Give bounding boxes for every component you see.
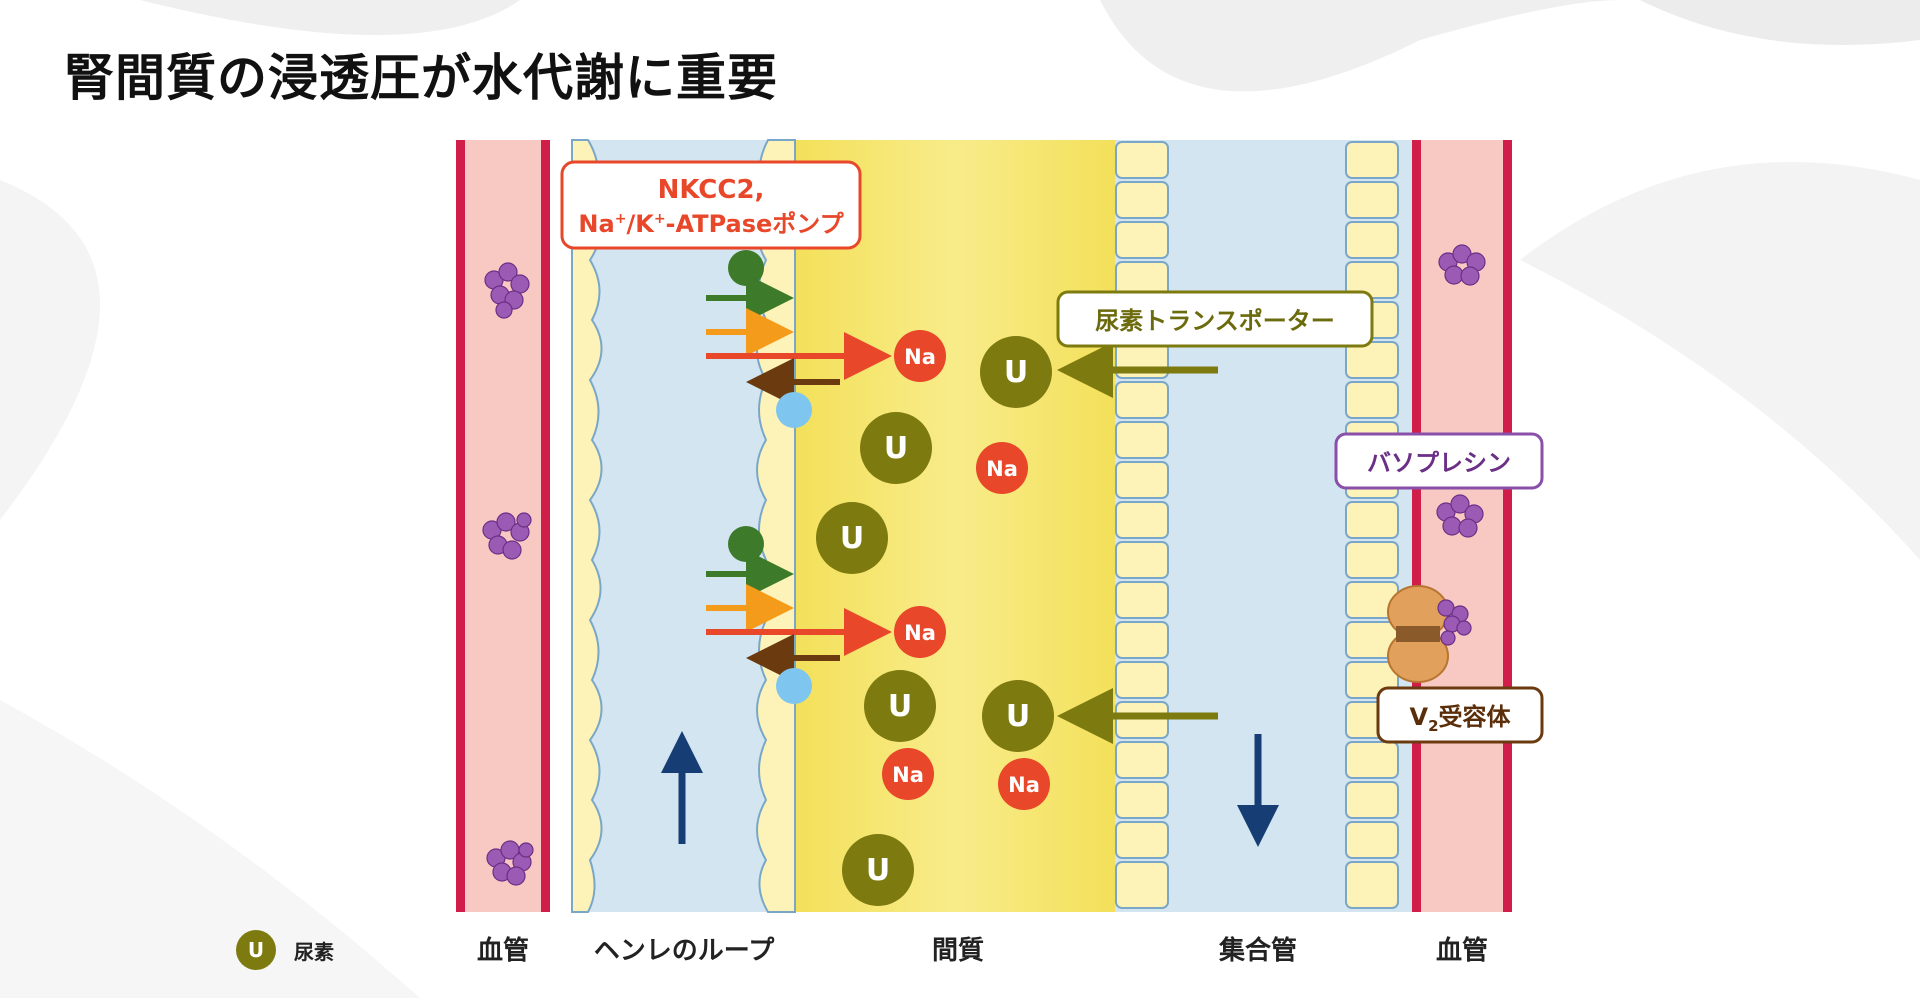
svg-text:Na+/K+-ATPaseポンプ: Na+/K+-ATPaseポンプ (578, 210, 844, 238)
urea-molecule: U (980, 336, 1052, 408)
svg-text:U: U (1006, 699, 1030, 734)
svg-text:U: U (866, 853, 890, 888)
urea-molecule: U (864, 670, 936, 742)
svg-text:Na: Na (986, 457, 1018, 481)
svg-text:Na: Na (1008, 773, 1040, 797)
vasopressin-molecule-left-top (484, 262, 530, 319)
label-loop-of-henle: ヘンレのループ (593, 936, 775, 966)
svg-text:NKCC2,: NKCC2, (658, 175, 765, 205)
label-blood-vessel-left: 血管 (476, 936, 530, 966)
vasopressin-molecule-right-top (1438, 244, 1486, 286)
vasopressin-callout: バソプレシン (1334, 432, 1544, 490)
label-collecting-duct: 集合管 (1218, 936, 1298, 966)
label-blood-vessel-right: 血管 (1435, 936, 1489, 966)
vasopressin-molecule-left-mid (482, 512, 532, 560)
svg-text:V2受容体: V2受容体 (1409, 703, 1511, 735)
svg-text:U: U (840, 521, 864, 556)
v2-receptor-callout: V2受容体 (1376, 686, 1544, 744)
nkcc2-transport-top (706, 250, 892, 428)
page-title: 腎間質の浸透圧が水代謝に重要 (64, 49, 778, 107)
svg-text:尿素トランスポーター: 尿素トランスポーター (1095, 307, 1335, 335)
collecting-duct-wall-left (1115, 141, 1169, 909)
sodium-ion: Na (882, 748, 934, 800)
nkcc2-transport-bottom (706, 526, 892, 704)
urea-molecule: U (816, 502, 888, 574)
transporter-blue-circle (776, 392, 812, 428)
v2-receptor (1387, 585, 1472, 683)
collecting-duct-wall-right (1345, 141, 1399, 909)
urea-molecule: U (982, 680, 1054, 752)
svg-text:バソプレシン: バソプレシン (1367, 449, 1511, 477)
henle-wall-left (571, 139, 603, 913)
vasopressin-molecule-left-bottom (486, 840, 534, 886)
svg-text:Na: Na (904, 621, 936, 645)
svg-text:U: U (884, 431, 908, 466)
transporter-green-circle (728, 250, 764, 286)
sodium-ion: Na (998, 758, 1050, 810)
label-interstitium: 間質 (931, 936, 985, 966)
svg-text:U: U (1004, 355, 1028, 390)
urea-transporter-callout: 尿素トランスポーター (1056, 290, 1374, 348)
transporter-blue-circle (776, 668, 812, 704)
urea-molecule: U (860, 412, 932, 484)
sodium-ion: Na (976, 442, 1028, 494)
sodium-ion: Na (894, 330, 946, 382)
nkcc2-callout: NKCC2, Na+/K+-ATPaseポンプ (560, 160, 862, 250)
vasopressin-molecule-right-mid (1436, 494, 1484, 538)
svg-text:U: U (888, 689, 912, 724)
urea-molecule: U (842, 834, 914, 906)
transporter-green-circle (728, 526, 764, 562)
svg-text:Na: Na (904, 345, 936, 369)
sodium-ion: Na (894, 606, 946, 658)
legend-urea-label: 尿素 (294, 939, 334, 964)
svg-text:Na: Na (892, 763, 924, 787)
legend: U 尿素 (236, 930, 334, 970)
legend-urea-symbol: U (236, 930, 276, 970)
